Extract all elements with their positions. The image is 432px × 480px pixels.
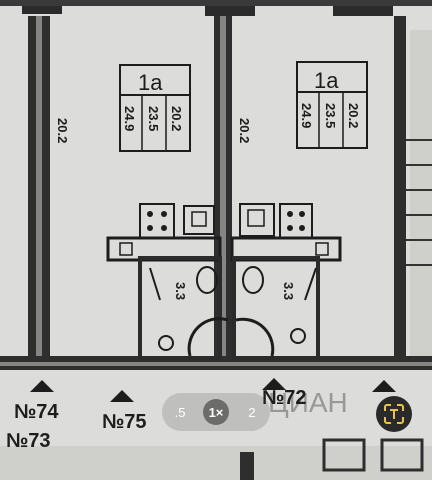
area-right-2: 23.5 bbox=[323, 103, 338, 128]
zoom-2x-button[interactable]: 2 bbox=[248, 404, 256, 420]
apartment-label-75: №75 bbox=[102, 411, 147, 433]
unit-type-right: 1a bbox=[314, 68, 339, 93]
google-lens-icon bbox=[384, 404, 404, 424]
zoom-1x-button[interactable]: 1× bbox=[203, 399, 229, 425]
apartment-label-73: №73 bbox=[6, 430, 51, 452]
area-right-3: 24.9 bbox=[299, 103, 314, 128]
svg-text:ЦИАН: ЦИАН bbox=[268, 387, 348, 418]
apartment-label-72: №72 bbox=[262, 387, 307, 409]
unit-type-left: 1a bbox=[138, 70, 163, 95]
dim-left-wall: 20.2 bbox=[55, 118, 70, 143]
area-left-2: 23.5 bbox=[146, 106, 161, 131]
dim-bath-left: 3.3 bbox=[173, 282, 188, 300]
google-lens-button[interactable] bbox=[376, 396, 412, 432]
zoom-half-button[interactable]: .5 bbox=[174, 404, 186, 420]
zoom-controls: .5 1× 2 bbox=[162, 393, 270, 431]
area-left-3: 24.9 bbox=[122, 106, 137, 131]
area-right-1: 20.2 bbox=[346, 103, 361, 128]
apartment-label-74: №74 bbox=[14, 401, 59, 423]
area-left-1: 20.2 bbox=[169, 106, 184, 131]
dim-center-wall: 20.2 bbox=[237, 118, 252, 143]
dim-bath-right: 3.3 bbox=[281, 282, 296, 300]
